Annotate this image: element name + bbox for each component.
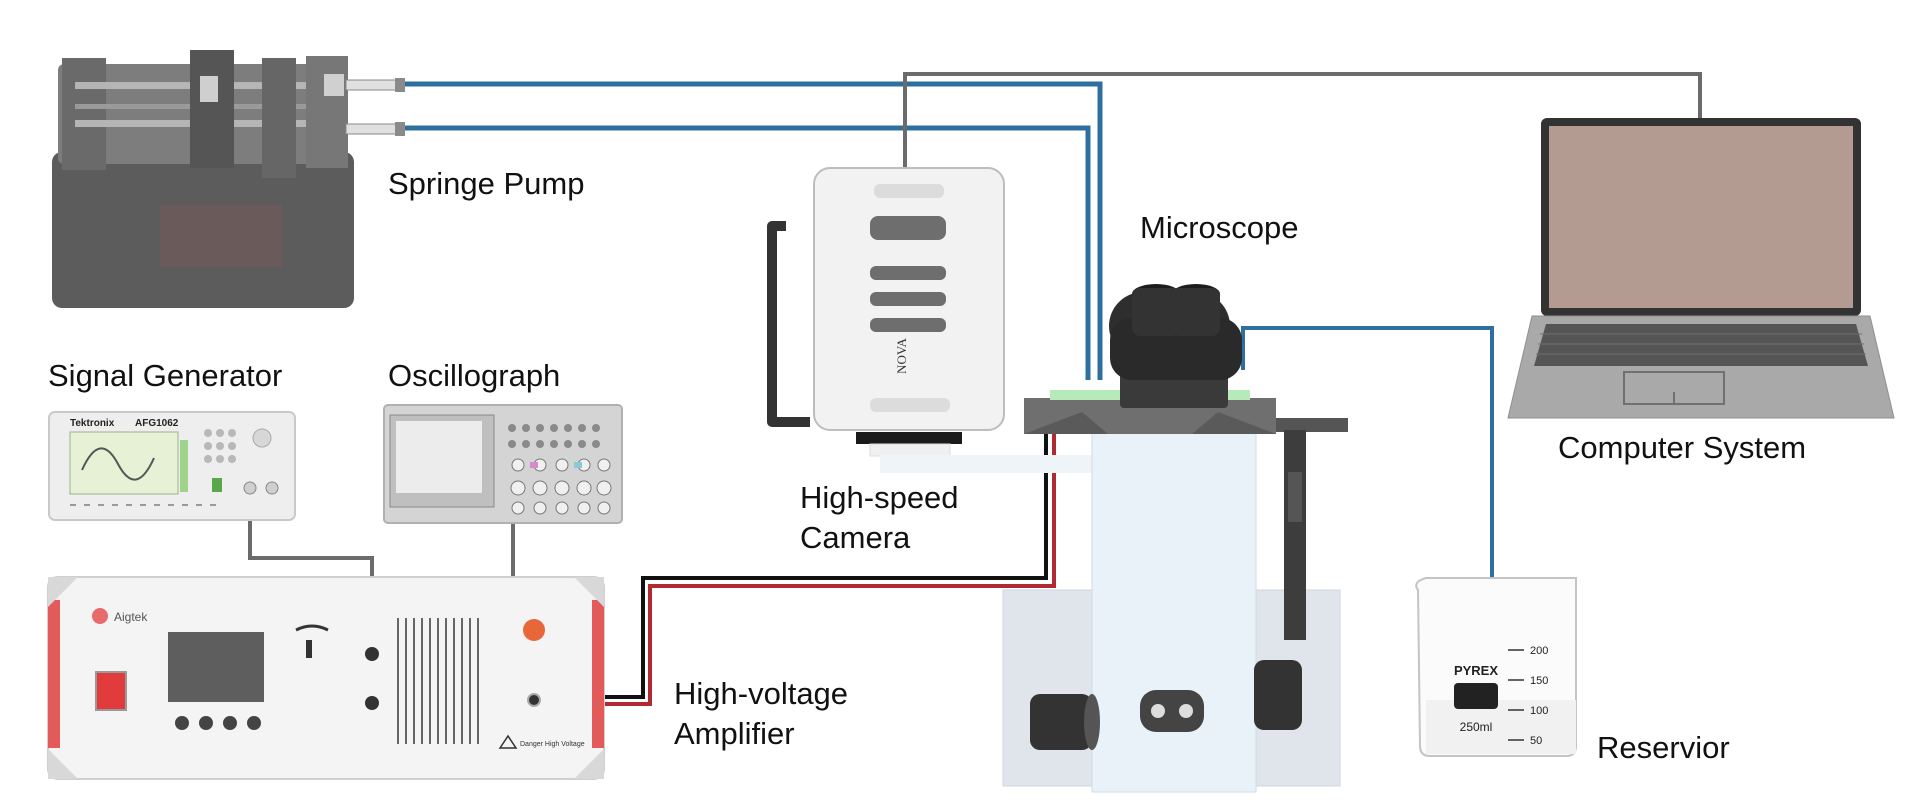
- camera-computer-cable: [903, 72, 1702, 168]
- label-signal-generator: Signal Generator: [48, 358, 283, 393]
- amplifier-brand: Aigtek: [114, 610, 148, 624]
- reservoir-beaker: PYREX 250ml 200 150 100 50: [1415, 577, 1577, 757]
- beaker-volume: 250ml: [1460, 720, 1493, 734]
- camera-brand: NOVA: [894, 337, 909, 373]
- beaker-brand: PYREX: [1454, 663, 1498, 678]
- label-amplifier-line2: Amplifier: [674, 716, 795, 752]
- label-high-voltage-amplifier: High-voltage Amplifier: [674, 674, 848, 755]
- label-high-speed-camera-line2: Camera: [800, 520, 911, 556]
- high-voltage-amplifier: Aigtek Danger High Voltage: [47, 576, 605, 780]
- label-microscope: Microscope: [1140, 210, 1299, 245]
- signal-generator-model: AFG1062: [135, 418, 179, 429]
- label-syringe-pump: Springe Pump: [388, 166, 585, 201]
- beaker-scale-150: 150: [1530, 675, 1548, 687]
- beaker-scale-100: 100: [1530, 705, 1548, 717]
- label-computer-system: Computer System: [1558, 430, 1807, 465]
- beaker-scale-200: 200: [1530, 645, 1548, 657]
- hv-negative-line: [534, 415, 1048, 699]
- signal-generator-brand: Tektronix: [70, 418, 115, 429]
- beaker-scale-50: 50: [1530, 735, 1542, 747]
- warning-icon: [498, 734, 518, 749]
- fluid-line-upper: [405, 81, 1103, 380]
- syringe-pump: [52, 50, 405, 308]
- label-amplifier-line1: High-voltage: [674, 676, 849, 711]
- amplifier-warning: Danger High Voltage: [520, 741, 585, 748]
- fluid-line-lower: [405, 125, 1091, 380]
- fluid-line-reservoir: [1241, 326, 1494, 600]
- oscillograph: [383, 404, 623, 524]
- high-speed-camera: NOVA: [767, 167, 1005, 457]
- label-oscillograph: Oscillograph: [388, 358, 561, 393]
- label-high-speed-camera-line1: High-speed: [800, 480, 959, 515]
- microscope: [880, 284, 1348, 793]
- label-reservoir: Reservior: [1597, 730, 1730, 765]
- hv-positive-line: [534, 415, 1056, 706]
- sine-wave-icon: [81, 447, 155, 481]
- label-high-speed-camera: High-speed Camera: [800, 478, 959, 559]
- computer-laptop: [1507, 118, 1895, 419]
- signal-generator: Tektronix AFG1062: [48, 411, 296, 521]
